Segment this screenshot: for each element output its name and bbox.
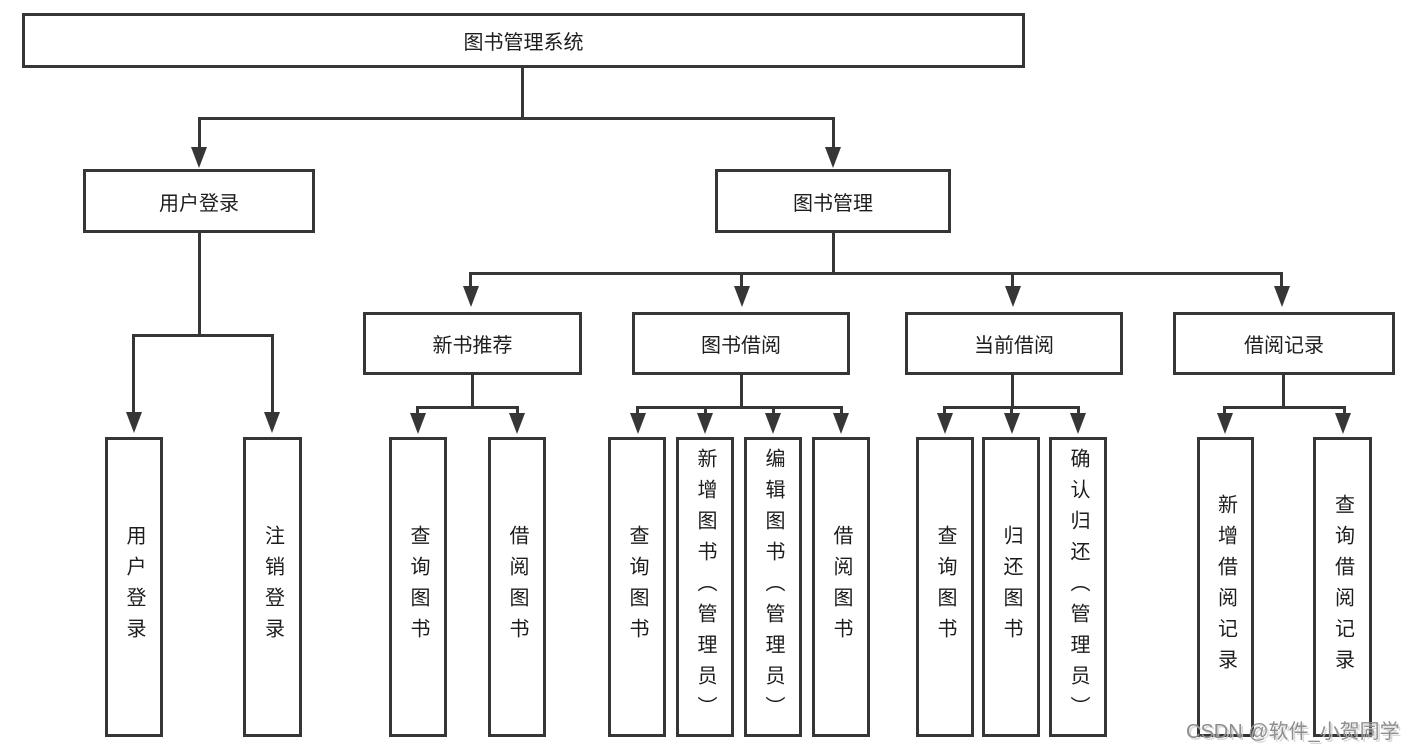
connector-drop xyxy=(704,406,707,416)
connector-drop xyxy=(416,406,419,416)
connector-stem xyxy=(471,372,474,409)
connector-drop xyxy=(1010,406,1013,416)
leaf-confirm-return-admin: 确认归还（管理员） xyxy=(1049,437,1107,737)
node-book-borrow-label: 图书借阅 xyxy=(701,335,781,357)
connector-drop xyxy=(943,406,946,416)
arrow-down-icon xyxy=(630,413,646,434)
connector-stem xyxy=(740,372,743,409)
connector-userlogin-drop xyxy=(198,117,201,150)
arrow-down-icon xyxy=(264,412,280,433)
arrow-down-icon xyxy=(1217,413,1233,434)
connector-drop xyxy=(271,334,274,412)
connector-rail xyxy=(416,406,519,409)
node-new-book-recommend: 新书推荐 xyxy=(363,312,582,375)
arrow-down-icon xyxy=(1004,413,1020,434)
node-user-login-label: 用户登录 xyxy=(159,192,239,215)
arrow-down-icon xyxy=(509,413,525,434)
leaf-borrow-books-1-label: 借阅图书 xyxy=(506,525,528,649)
node-book-borrow: 图书借阅 xyxy=(632,312,850,375)
leaf-query-books-2: 查询图书 xyxy=(608,437,666,737)
arrow-down-icon xyxy=(765,413,781,434)
leaf-query-books-1-label: 查询图书 xyxy=(407,525,429,649)
leaf-query-borrow-record-label: 查询借阅记录 xyxy=(1331,494,1354,680)
leaf-query-books-1: 查询图书 xyxy=(389,437,447,737)
connector-drop xyxy=(132,334,135,412)
connector-bookmgmt-drop xyxy=(832,117,835,150)
node-book-management: 图书管理 xyxy=(715,169,951,233)
connector-level3-rail xyxy=(469,272,1283,275)
arrow-down-icon xyxy=(1335,413,1351,434)
node-book-management-label: 图书管理 xyxy=(793,192,873,215)
connector-drop xyxy=(1011,272,1014,288)
leaf-query-books-3-label: 查询图书 xyxy=(934,525,956,649)
leaf-user-login: 用户登录 xyxy=(105,437,163,737)
leaf-return-books-label: 归还图书 xyxy=(1000,525,1022,649)
leaf-add-borrow-record-label: 新增借阅记录 xyxy=(1214,494,1237,680)
connector-root-stem xyxy=(521,66,524,120)
connector-drop xyxy=(1223,406,1226,416)
node-borrow-records-label: 借阅记录 xyxy=(1244,335,1324,357)
connector-drop xyxy=(840,406,843,416)
arrow-down-icon xyxy=(734,286,750,307)
connector-drop xyxy=(516,406,519,416)
leaf-query-books-2-label: 查询图书 xyxy=(626,525,648,649)
leaf-add-books-admin-label: 新增图书（管理员） xyxy=(694,447,716,727)
arrow-down-icon xyxy=(126,412,142,433)
connector-userlogin-stem xyxy=(198,230,201,337)
leaf-borrow-books-2: 借阅图书 xyxy=(812,437,870,737)
connector-rail xyxy=(1223,406,1346,409)
csdn-watermark: CSDN @软件_小贺同学 xyxy=(1186,721,1400,743)
node-root-label: 图书管理系统 xyxy=(463,32,584,54)
leaf-user-login-label: 用户登录 xyxy=(123,525,145,649)
connector-drop xyxy=(1280,272,1283,288)
node-current-borrow: 当前借阅 xyxy=(905,312,1123,375)
connector-bookmgmt-stem xyxy=(832,230,835,275)
leaf-logout: 注销登录 xyxy=(243,437,302,737)
arrow-down-icon xyxy=(410,413,426,434)
connector-drop xyxy=(636,406,639,416)
node-current-borrow-label: 当前借阅 xyxy=(974,335,1054,357)
leaf-add-books-admin: 新增图书（管理员） xyxy=(676,437,734,737)
connector-drop xyxy=(740,272,743,288)
node-user-login: 用户登录 xyxy=(83,169,315,233)
connector-userlogin-rail xyxy=(132,334,274,337)
arrow-down-icon xyxy=(1274,286,1290,307)
leaf-query-books-3: 查询图书 xyxy=(916,437,974,737)
leaf-query-borrow-record: 查询借阅记录 xyxy=(1313,437,1372,737)
arrow-down-icon xyxy=(937,413,953,434)
node-new-book-recommend-label: 新书推荐 xyxy=(432,335,513,357)
connector-drop xyxy=(772,406,775,416)
leaf-return-books: 归还图书 xyxy=(982,437,1040,737)
node-root: 图书管理系统 xyxy=(22,13,1025,68)
arrow-down-icon xyxy=(825,147,841,168)
node-borrow-records: 借阅记录 xyxy=(1173,312,1395,375)
connector-level2-rail xyxy=(198,117,835,120)
leaf-borrow-books-1: 借阅图书 xyxy=(488,437,546,737)
leaf-edit-books-admin-label: 编辑图书（管理员） xyxy=(762,447,784,727)
arrow-down-icon xyxy=(191,147,207,168)
leaf-borrow-books-2-label: 借阅图书 xyxy=(830,525,852,649)
connector-drop xyxy=(1343,406,1346,416)
arrow-down-icon xyxy=(1070,413,1086,434)
arrow-down-icon xyxy=(833,413,849,434)
connector-rail xyxy=(636,406,843,409)
leaf-logout-label: 注销登录 xyxy=(261,525,284,649)
arrow-down-icon xyxy=(463,286,479,307)
connector-drop xyxy=(469,272,472,288)
connector-stem xyxy=(1011,372,1014,409)
leaf-confirm-return-admin-label: 确认归还（管理员） xyxy=(1067,447,1089,727)
arrow-down-icon xyxy=(697,413,713,434)
connector-stem xyxy=(1282,372,1285,409)
connector-drop xyxy=(1077,406,1080,416)
leaf-add-borrow-record: 新增借阅记录 xyxy=(1197,437,1254,737)
leaf-edit-books-admin: 编辑图书（管理员） xyxy=(744,437,802,737)
arrow-down-icon xyxy=(1005,286,1021,307)
